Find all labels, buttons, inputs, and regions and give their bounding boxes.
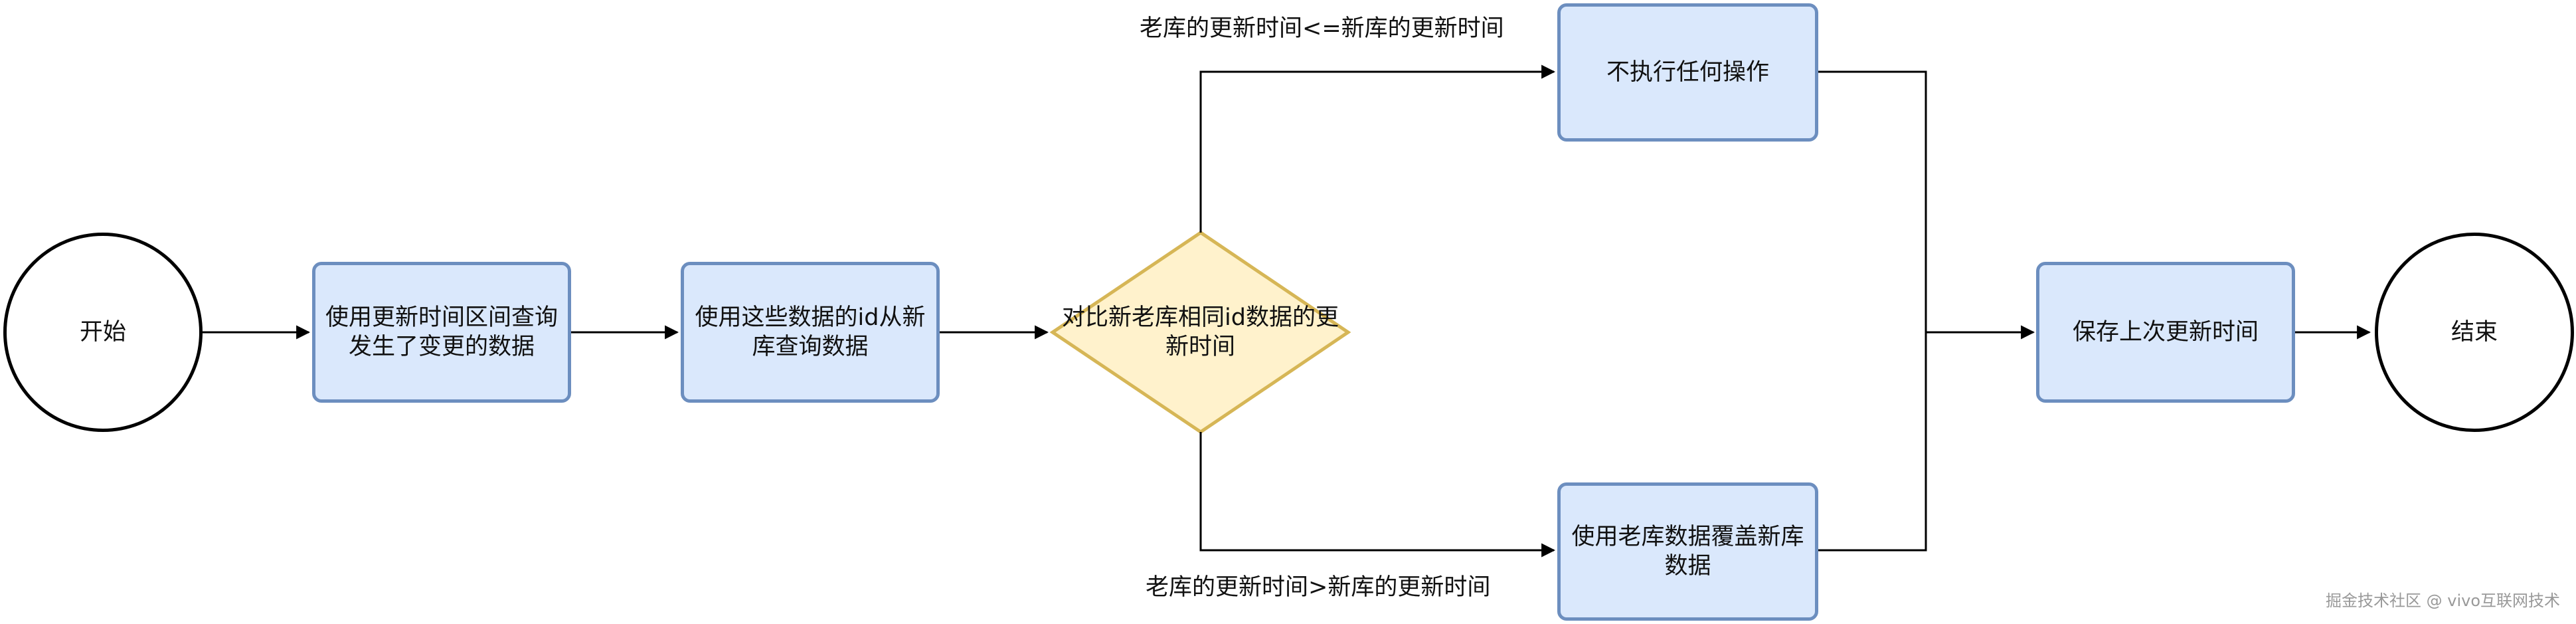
arrow-compare-to-overwrite: [1199, 432, 1556, 558]
watermark-text: 掘金技术社区 @ vivo互联网技术: [2325, 591, 2560, 610]
no-op-node: 不执行任何操作: [1557, 3, 1818, 142]
compare-decision-label: 对比新老库相同id数据的更新时间: [1062, 304, 1339, 360]
line-noop-to-merge: [1818, 70, 1927, 332]
edge-label-le: 老库的更新时间<=新库的更新时间: [1140, 15, 1504, 42]
query-new-by-id-node: 使用这些数据的id从新库查询数据: [681, 262, 940, 403]
end-node: 结束: [2375, 233, 2574, 432]
query-changed-node: 使用更新时间区间查询发生了变更的数据: [312, 262, 571, 403]
start-node: 开始: [3, 233, 203, 432]
arrow-compare-to-noop: [1199, 64, 1556, 233]
line-overwrite-to-merge: [1818, 332, 1927, 552]
overwrite-node: 使用老库数据覆盖新库数据: [1557, 482, 1818, 621]
save-time-node: 保存上次更新时间: [2036, 262, 2295, 403]
edge-label-gt: 老库的更新时间>新库的更新时间: [1146, 574, 1491, 601]
